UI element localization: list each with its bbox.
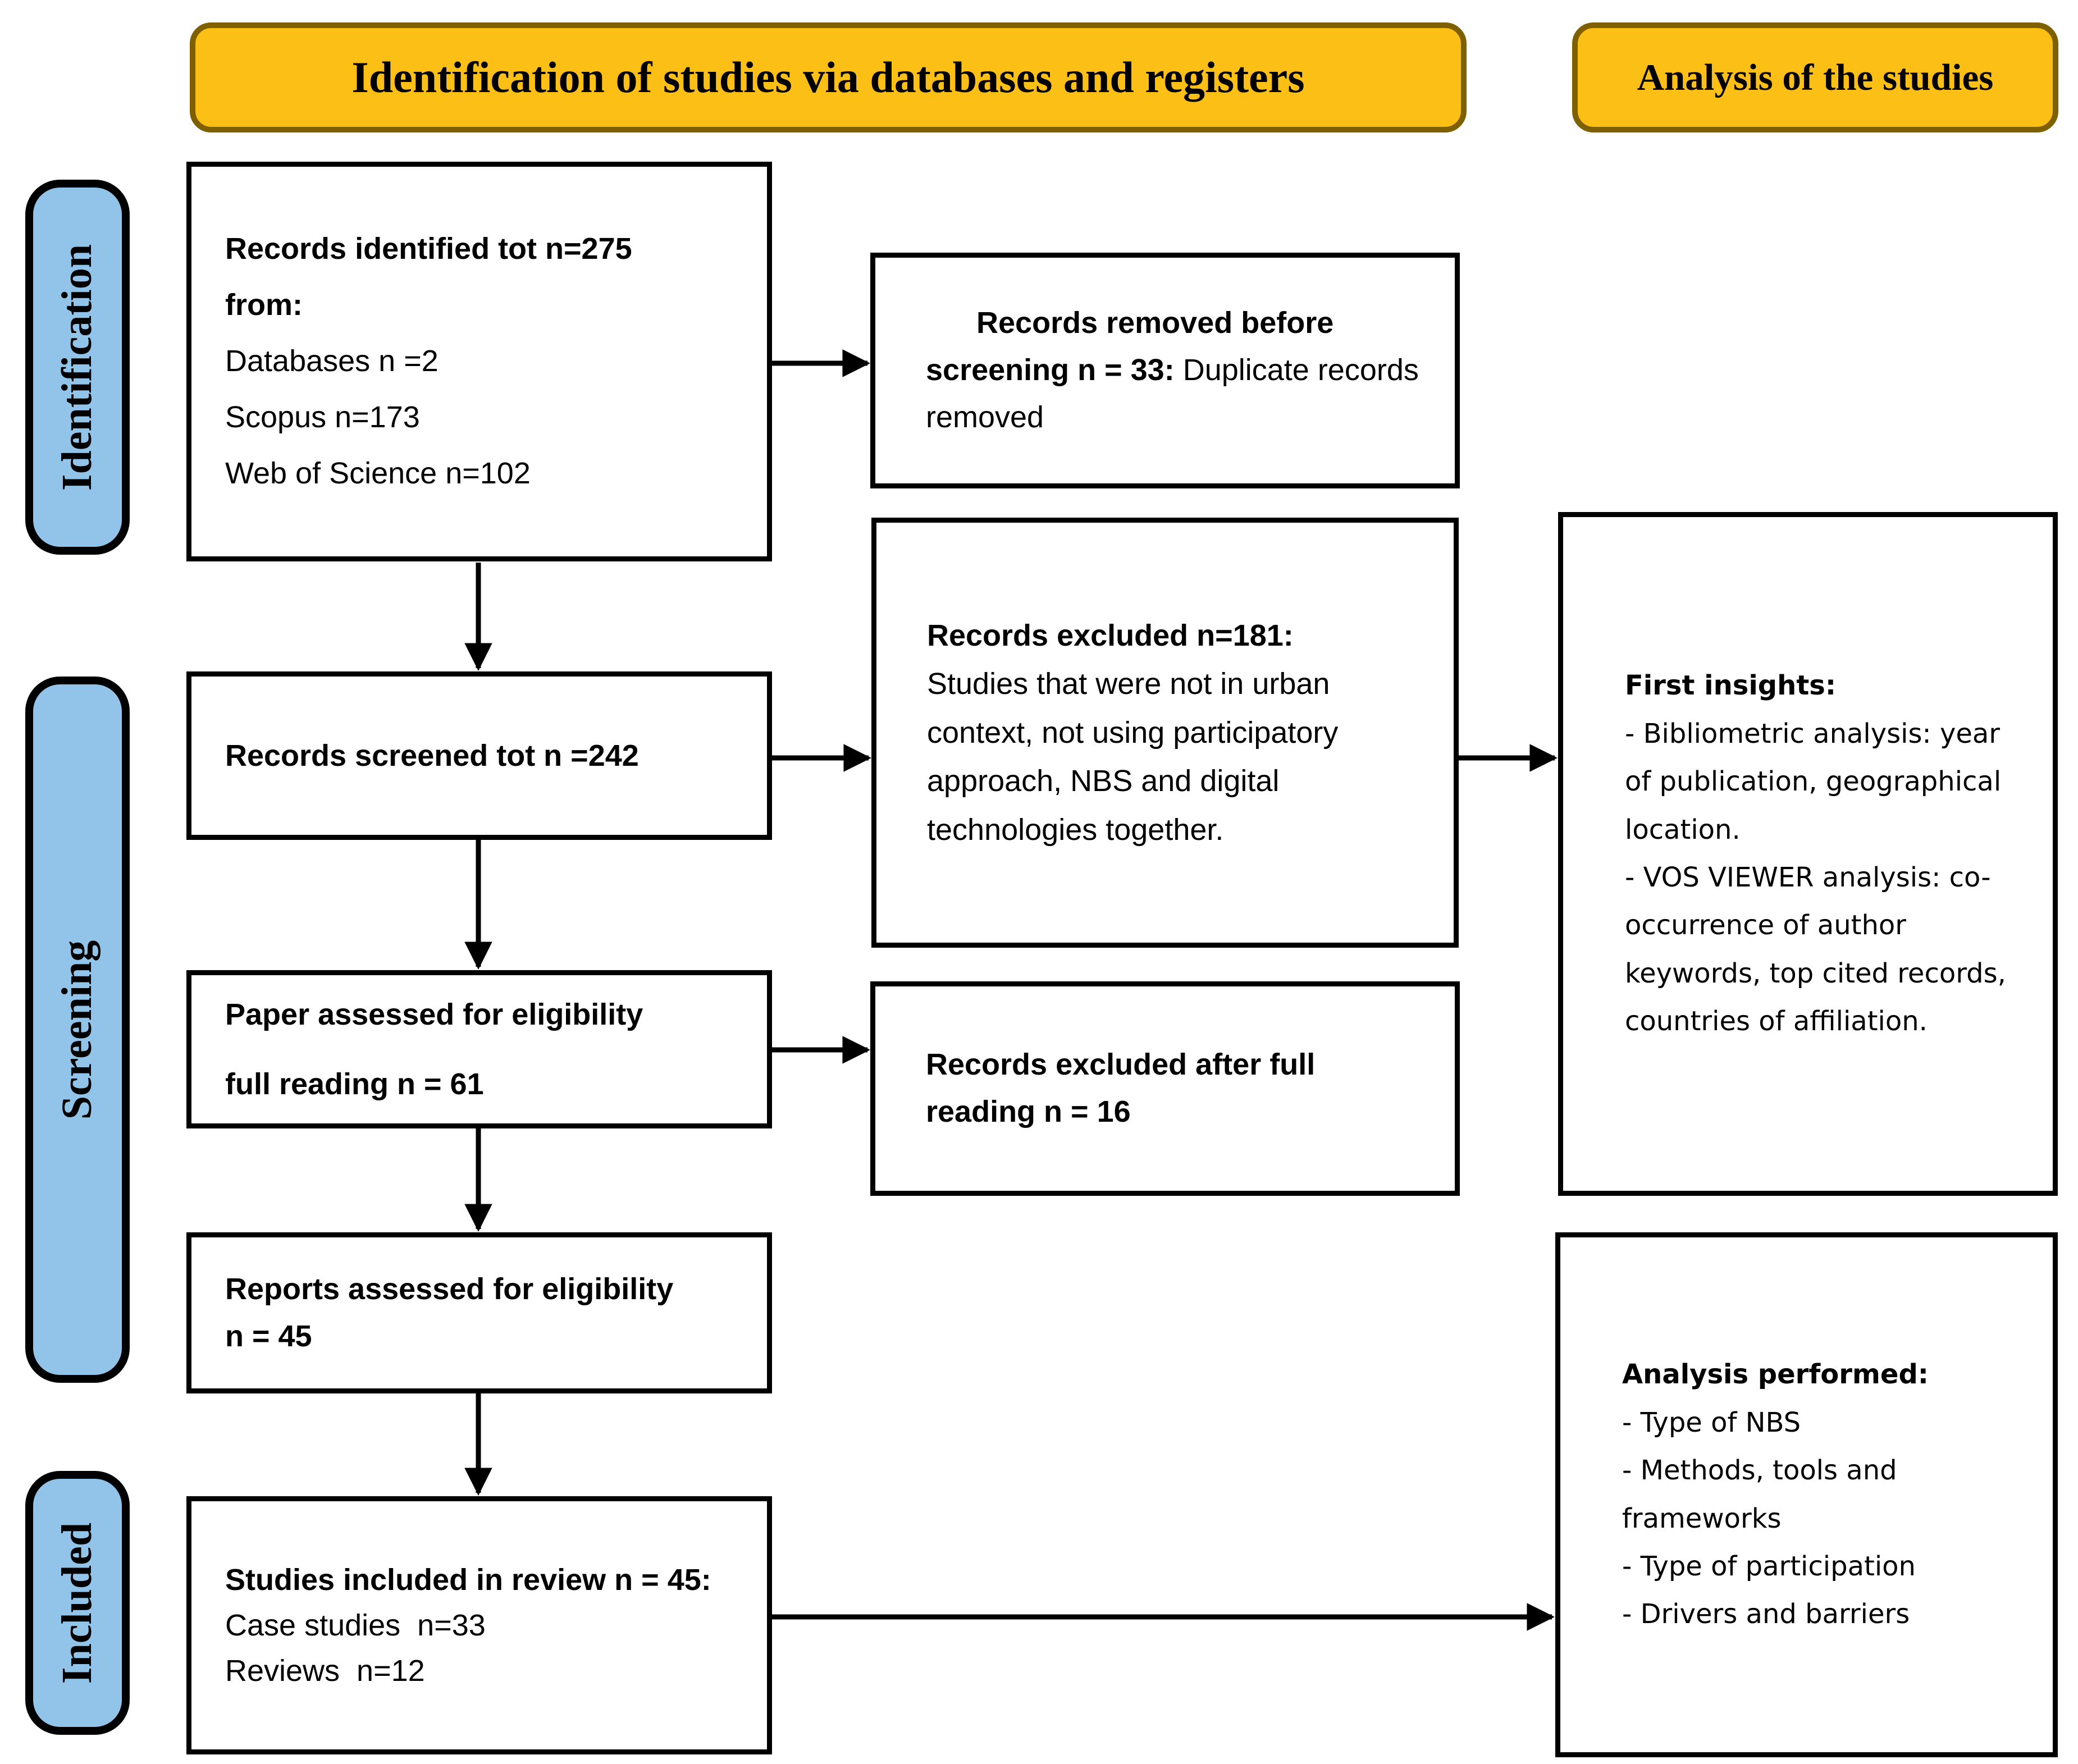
analysis-performed-nbs: - Type of NBS — [1622, 1406, 1801, 1438]
studies-included-reviews: Reviews n=12 — [225, 1653, 425, 1688]
analysis-performed-participation: - Type of participation — [1622, 1550, 1916, 1582]
records-removed-reason: Duplicate records removed — [926, 353, 1427, 434]
header-identification-label: Identification of studies via databases … — [351, 53, 1305, 102]
records-excluded-full-title: Records excluded after full reading n = … — [926, 1048, 1324, 1128]
stage-included: Included — [25, 1471, 130, 1735]
first-insights-bibliometric: - Bibliometric analysis: year of publica… — [1625, 718, 2010, 846]
stage-identification-label: Identification — [53, 244, 101, 491]
first-insights-box: First insights: - Bibliometric analysis:… — [1558, 512, 2058, 1196]
records-identified-scopus: Scopus n=173 — [225, 400, 420, 434]
records-identified-title: Records identified tot n=275 — [225, 232, 632, 266]
studies-included-case-studies: Case studies n=33 — [225, 1608, 486, 1642]
records-removed-box: Records removed before screening n = 33:… — [870, 253, 1460, 488]
stage-screening-label: Screening — [53, 940, 101, 1119]
reports-assessed-box: Reports assessed for eligibility n = 45 — [186, 1232, 772, 1393]
records-identified-databases: Databases n =2 — [225, 344, 439, 378]
records-identified-from: from: — [225, 288, 303, 322]
stage-identification: Identification — [25, 180, 130, 555]
analysis-performed-box: Analysis performed: - Type of NBS - Meth… — [1555, 1232, 2058, 1757]
records-screened-box: Records screened tot n =242 — [186, 671, 772, 840]
records-removed-text: Records removed before screening n = 33:… — [926, 253, 1421, 488]
analysis-performed-drivers: - Drivers and barriers — [1622, 1598, 1910, 1630]
studies-included-title: Studies included in review n = 45: — [225, 1562, 711, 1597]
paper-assessed-box: Paper assessed for eligibility full read… — [186, 970, 772, 1128]
first-insights-title: First insights: — [1625, 670, 1837, 702]
records-excluded-box: Records excluded n=181: Studies that wer… — [871, 518, 1459, 948]
analysis-performed-methods: - Methods, tools and frameworks — [1622, 1455, 1906, 1534]
header-identification-via-databases: Identification of studies via databases … — [190, 22, 1467, 132]
records-identified-wos: Web of Science n=102 — [225, 456, 531, 490]
stage-included-label: Included — [53, 1522, 101, 1684]
paper-assessed-line2: full reading n = 61 — [225, 1067, 484, 1101]
reports-assessed-line2: n = 45 — [225, 1319, 312, 1353]
analysis-performed-title: Analysis performed: — [1622, 1359, 1929, 1391]
records-excluded-title: Records excluded n=181: — [927, 619, 1294, 653]
records-screened-title: Records screened tot n =242 — [225, 738, 639, 773]
header-analysis-of-studies: Analysis of the studies — [1572, 22, 2058, 132]
records-excluded-full-reading-box: Records excluded after full reading n = … — [870, 981, 1460, 1196]
header-analysis-label: Analysis of the studies — [1637, 56, 1994, 98]
first-insights-vosviewer: - VOS VIEWER analysis: co-occurrence of … — [1625, 862, 2015, 1038]
studies-included-box: Studies included in review n = 45: Case … — [186, 1496, 772, 1754]
paper-assessed-line1: Paper assessed for eligibility — [225, 997, 643, 1031]
reports-assessed-line1: Reports assessed for eligibility — [225, 1272, 674, 1306]
records-removed-title: Records removed before screening n = 33: — [926, 306, 1342, 387]
records-identified-box: Records identified tot n=275 from: Datab… — [186, 162, 772, 561]
records-excluded-reason: Studies that were not in urban context, … — [927, 667, 1347, 847]
stage-screening: Screening — [25, 677, 130, 1383]
